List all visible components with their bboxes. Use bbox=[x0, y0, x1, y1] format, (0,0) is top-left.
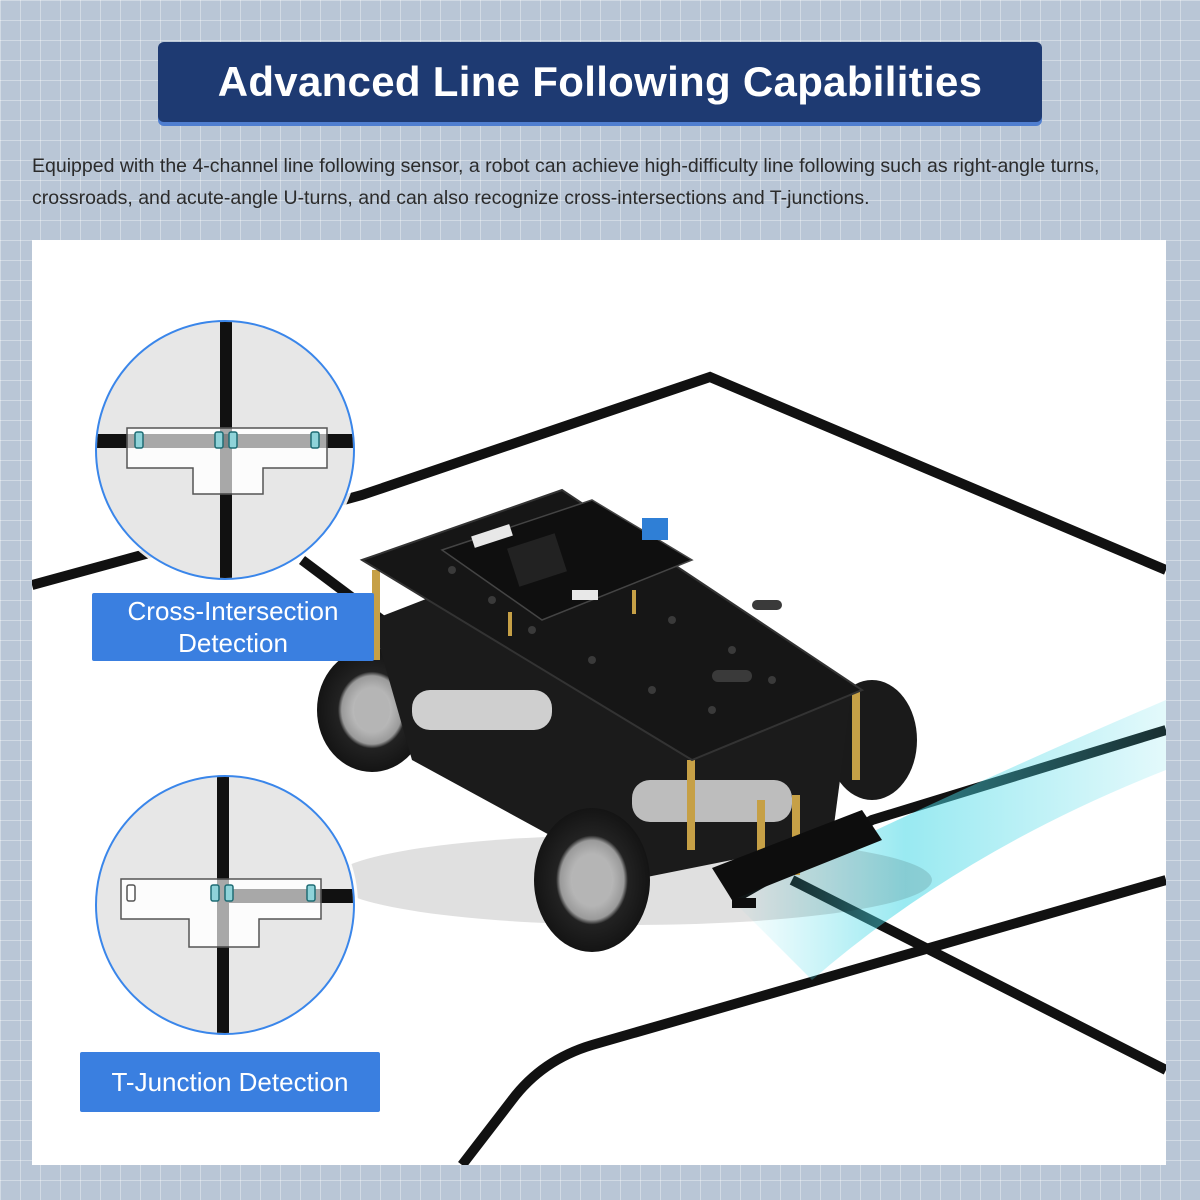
t-junction-label: T-Junction Detection bbox=[80, 1052, 380, 1112]
page-title: Advanced Line Following Capabilities bbox=[217, 58, 983, 105]
motor bbox=[632, 780, 792, 822]
board-connector bbox=[572, 590, 598, 600]
track-line-curve-bottom bbox=[458, 875, 1166, 1165]
board-chip bbox=[507, 533, 567, 587]
robot-car bbox=[317, 488, 917, 952]
title-banner: Advanced Line Following Capabilities bbox=[158, 42, 1042, 122]
illustration-area: Cross-Intersection Detection T-Junction … bbox=[32, 240, 1166, 1165]
cross-intersection-diagram bbox=[95, 320, 355, 580]
motor bbox=[412, 690, 552, 730]
sensor-glow-beam bbox=[732, 700, 1166, 980]
t-junction-label-text: T-Junction Detection bbox=[111, 1067, 349, 1097]
wheel-rear-left-hub bbox=[354, 688, 390, 732]
board-connector bbox=[471, 524, 513, 548]
t-junction-diagram bbox=[95, 775, 355, 1035]
cross-label-line2: Detection bbox=[178, 628, 288, 658]
track-and-robot-illustration bbox=[32, 371, 1166, 1165]
description-text: Equipped with the 4-channel line followi… bbox=[32, 155, 1100, 209]
line-sensor-board bbox=[712, 810, 882, 900]
wheel-rear-right bbox=[827, 680, 917, 800]
cross-intersection-label: Cross-Intersection Detection bbox=[92, 593, 374, 661]
terminal-block bbox=[642, 518, 668, 540]
cross-label-line1: Cross-Intersection bbox=[127, 596, 339, 626]
wheel-front-left bbox=[534, 808, 650, 952]
